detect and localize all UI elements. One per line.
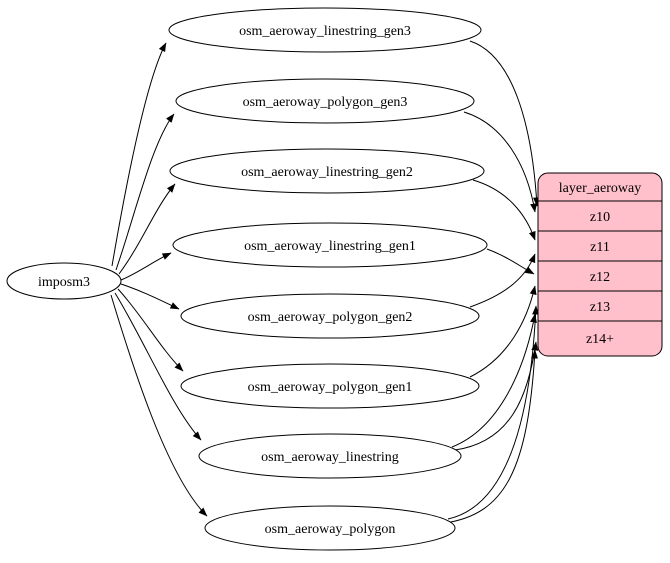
edge-linestring-gen1-z12	[486, 248, 535, 275]
edge-imposm3-polygon-gen2	[120, 283, 180, 310]
table-node-shape	[204, 505, 456, 551]
node-layer-aeroway: layer_aeroway z10 z11 z12 z13 z14+	[537, 172, 663, 357]
table-node-label: osm_aeroway_polygon_gen1	[248, 380, 413, 395]
layer-row-z10: z10	[590, 210, 610, 225]
edge-polygon-z14	[444, 349, 538, 524]
edge-linestring-z14	[454, 341, 539, 451]
edge-polygon-gen3-z10	[463, 111, 538, 213]
table-node-label: osm_aeroway_polygon_gen2	[248, 310, 413, 325]
edge-imposm3-polygon-gen3	[115, 113, 175, 271]
table-node-label: osm_aeroway_linestring_gen2	[241, 165, 413, 180]
table-node-shape	[175, 78, 475, 124]
edge-linestring-gen3-z10	[469, 40, 540, 207]
edge-imposm3-polygon-gen1	[117, 288, 184, 372]
edge-imposm3-linestring	[114, 292, 202, 441]
edge-group-source-to-tables	[110, 42, 208, 517]
layer-title: layer_aeroway	[559, 181, 641, 196]
node-osm-aeroway-linestring-gen2: osm_aeroway_linestring_gen2	[169, 148, 485, 194]
edge-imposm3-linestring-gen3	[111, 42, 167, 267]
edge-group-tables-to-layer	[444, 40, 540, 524]
edge-imposm3-linestring-gen1	[120, 252, 172, 281]
table-node-shape	[168, 7, 482, 53]
edge-polygon-gen2-z11	[469, 253, 536, 308]
edge-imposm3-polygon	[110, 294, 208, 517]
node-osm-aeroway-polygon-gen3: osm_aeroway_polygon_gen3	[175, 78, 475, 124]
layer-row-z11: z11	[590, 240, 610, 255]
table-node-label: osm_aeroway_linestring	[261, 450, 399, 465]
node-osm-aeroway-polygon: osm_aeroway_polygon	[204, 505, 456, 551]
table-node-label: osm_aeroway_linestring_gen1	[244, 239, 416, 254]
node-imposm3-shape	[6, 262, 122, 300]
table-node-label: osm_aeroway_polygon_gen3	[243, 95, 408, 110]
edge-polygon-gen1-z12	[469, 285, 537, 378]
table-node-shape	[169, 148, 485, 194]
edge-linestring-z13	[451, 313, 537, 448]
table-node-label: osm_aeroway_linestring_gen3	[239, 24, 411, 39]
table-node-shape	[180, 293, 480, 339]
table-node-shape	[172, 222, 488, 268]
node-osm-aeroway-linestring-gen1: osm_aeroway_linestring_gen1	[172, 222, 488, 268]
table-node-shape	[198, 433, 462, 479]
node-imposm3: imposm3	[6, 262, 122, 300]
layer-row-z13: z13	[590, 300, 610, 315]
node-osm-aeroway-linestring: osm_aeroway_linestring	[198, 433, 462, 479]
node-osm-aeroway-linestring-gen3: osm_aeroway_linestring_gen3	[168, 7, 482, 53]
table-node-label: osm_aeroway_polygon	[265, 522, 396, 537]
edge-linestring-gen2-z11	[472, 179, 536, 241]
node-imposm3-label: imposm3	[38, 275, 90, 290]
layer-row-z12: z12	[590, 270, 610, 285]
edge-imposm3-linestring-gen2	[118, 183, 176, 275]
table-node-shape	[180, 363, 480, 409]
edge-polygon-z13	[447, 305, 540, 520]
node-osm-aeroway-polygon-gen1: osm_aeroway_polygon_gen1	[180, 363, 480, 409]
node-osm-aeroway-polygon-gen2: osm_aeroway_polygon_gen2	[180, 293, 480, 339]
layer-row-z14: z14+	[586, 332, 614, 347]
layer-node-shape	[537, 172, 663, 357]
